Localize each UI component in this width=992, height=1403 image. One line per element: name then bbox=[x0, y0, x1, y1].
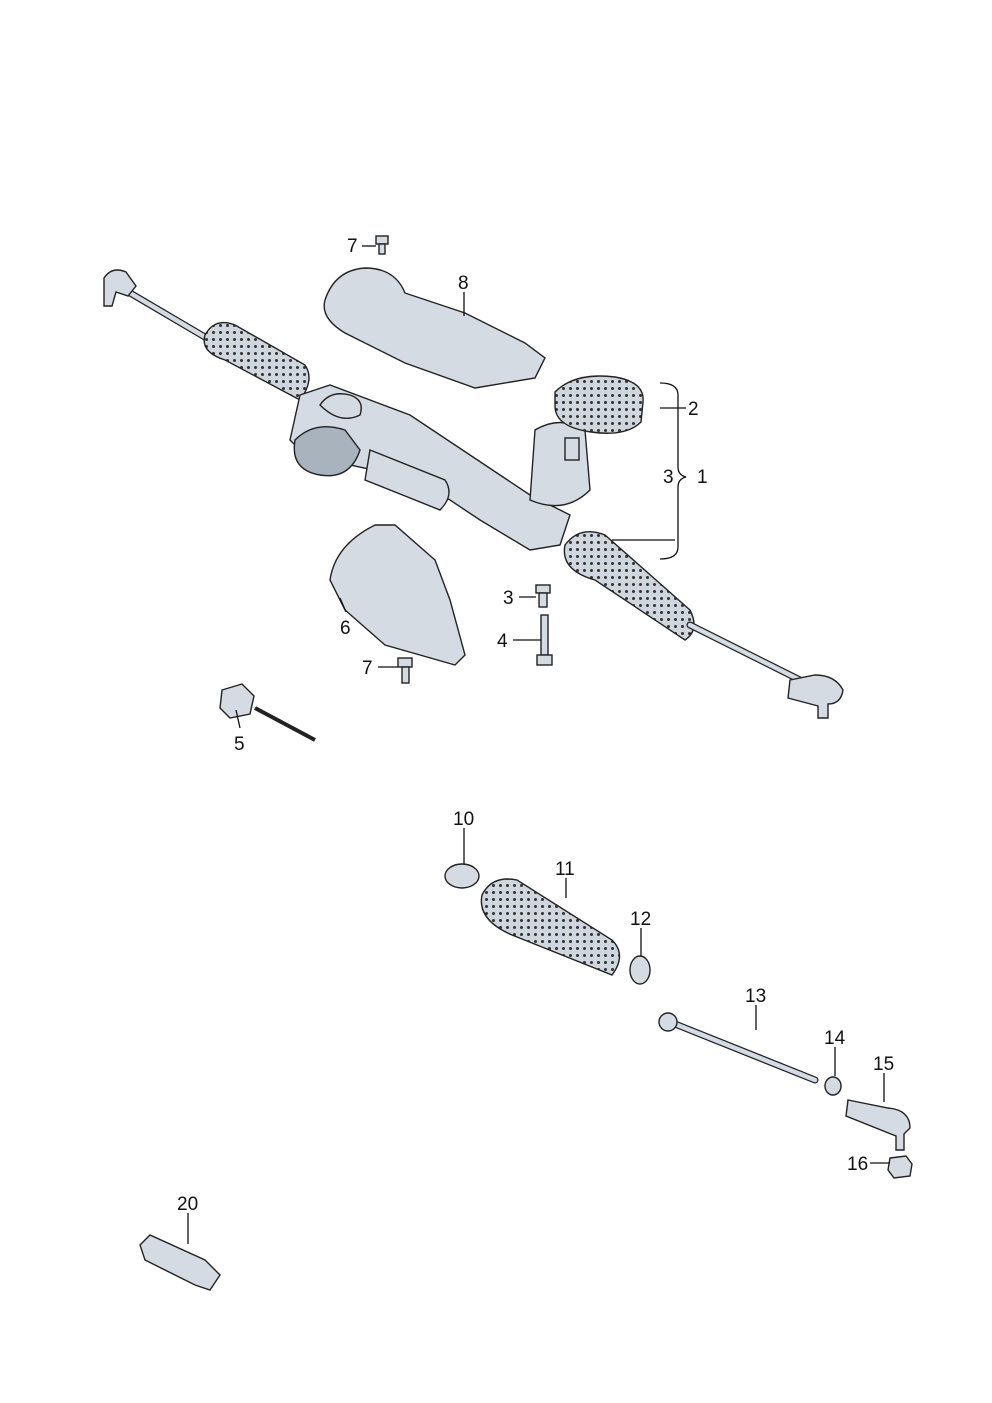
tie-rod-end-15 bbox=[845, 1099, 911, 1151]
callout-7: 7 bbox=[347, 236, 358, 257]
leader-lines bbox=[187, 245, 890, 1244]
boot-11 bbox=[480, 878, 621, 976]
right-tie-rod-end bbox=[787, 674, 844, 719]
pinion-shaft bbox=[564, 437, 580, 461]
bolt-7-lower bbox=[397, 657, 413, 684]
callout-7: 7 bbox=[362, 658, 373, 679]
callout-2: 2 bbox=[688, 399, 699, 420]
callout-5: 5 bbox=[234, 734, 245, 755]
callout-3: 3 bbox=[503, 588, 514, 609]
callout-20: 20 bbox=[177, 1194, 198, 1215]
motor-housing bbox=[293, 426, 361, 477]
heat-shield-upper bbox=[323, 267, 546, 389]
nut-14 bbox=[824, 1076, 842, 1096]
right-boot bbox=[563, 531, 695, 641]
inner-tie-rod-13 bbox=[662, 1017, 818, 1083]
callout-4: 4 bbox=[497, 631, 508, 652]
callout-14: 14 bbox=[824, 1028, 846, 1049]
left-boot bbox=[203, 321, 310, 401]
sensor-5 bbox=[219, 683, 316, 742]
left-tie-rod-end bbox=[103, 269, 137, 307]
callout-13: 13 bbox=[745, 986, 766, 1007]
pinion-housing bbox=[529, 421, 591, 507]
bolt-7-upper bbox=[375, 235, 389, 255]
callout-12: 12 bbox=[630, 909, 651, 930]
callout-3: 3 bbox=[663, 467, 674, 488]
screw-4 bbox=[536, 614, 553, 666]
electric-motor bbox=[364, 449, 450, 511]
inner-tie-rod-joint bbox=[658, 1012, 678, 1032]
callout-11: 11 bbox=[555, 859, 575, 880]
housing-mount bbox=[319, 393, 362, 419]
heat-shield-lower bbox=[329, 524, 466, 666]
grease-tube-20 bbox=[139, 1234, 221, 1291]
callout-15: 15 bbox=[873, 1054, 894, 1075]
callout-16: 16 bbox=[847, 1154, 868, 1175]
nut-16 bbox=[887, 1155, 913, 1179]
callout-6: 6 bbox=[340, 618, 351, 639]
bolt-3 bbox=[535, 584, 551, 608]
clamp-10 bbox=[444, 863, 480, 889]
callout-10: 10 bbox=[453, 809, 474, 830]
callout-1: 1 bbox=[697, 467, 708, 488]
mount-bushing bbox=[554, 375, 644, 434]
steering-rack-assembly bbox=[103, 269, 844, 719]
clamp-12 bbox=[629, 955, 651, 985]
callout-8: 8 bbox=[458, 273, 469, 294]
